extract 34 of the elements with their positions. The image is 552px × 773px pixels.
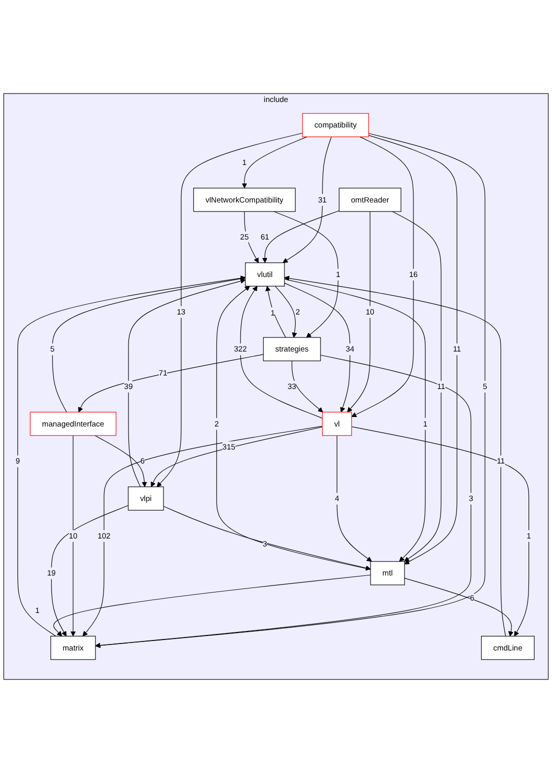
arrow xyxy=(262,210,340,263)
arrow xyxy=(274,211,338,338)
arrow xyxy=(51,505,129,636)
arrow xyxy=(282,136,332,263)
arrow xyxy=(163,506,371,571)
arrow xyxy=(240,286,323,418)
arrow xyxy=(17,276,246,636)
arrow xyxy=(351,136,414,417)
arrow xyxy=(347,211,370,412)
arrow xyxy=(351,426,530,636)
arrow xyxy=(216,286,371,570)
arrow xyxy=(156,132,303,488)
arrow xyxy=(368,134,458,564)
arrow xyxy=(336,435,372,562)
arrow xyxy=(94,435,147,488)
arrow xyxy=(244,211,259,263)
arrow xyxy=(95,354,472,648)
arrow xyxy=(392,211,442,562)
arrow xyxy=(292,360,324,412)
arrow xyxy=(128,278,246,488)
arrow xyxy=(70,435,76,636)
arrow xyxy=(265,286,286,338)
arrow xyxy=(404,578,514,636)
arrow xyxy=(284,282,350,412)
arrow xyxy=(284,278,426,562)
arrow xyxy=(274,286,298,338)
arrow xyxy=(95,133,486,648)
arrow xyxy=(78,354,264,412)
arrow xyxy=(150,426,323,488)
arrow xyxy=(242,136,308,188)
arrow xyxy=(82,426,323,636)
arrow xyxy=(52,276,246,412)
arrow xyxy=(53,574,371,636)
arrow xyxy=(284,276,506,636)
